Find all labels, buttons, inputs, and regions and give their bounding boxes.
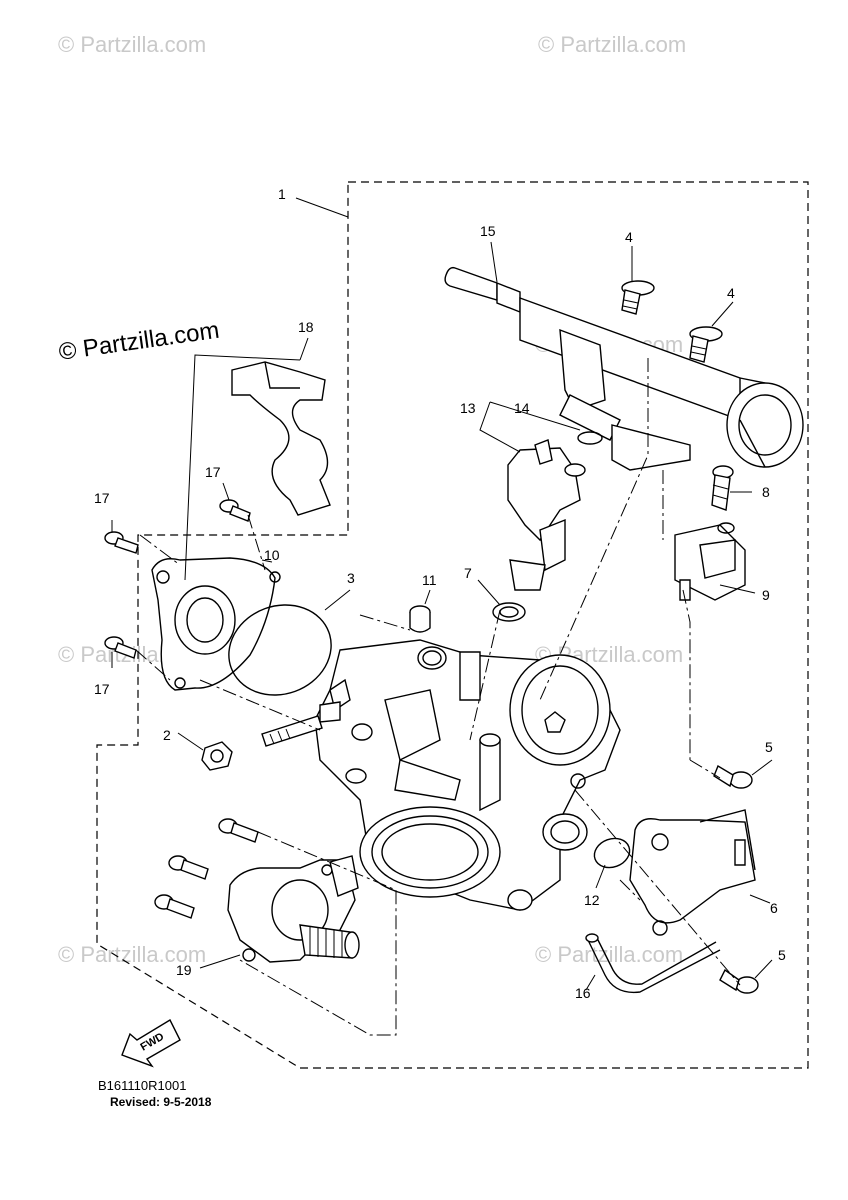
screw-part	[104, 499, 251, 659]
throttle-body	[314, 639, 621, 911]
leader-lines	[111, 197, 773, 991]
o-ring-3	[228, 604, 332, 696]
callout-7: 7	[464, 565, 472, 581]
watermark-prominent: © Partzilla.com	[57, 317, 221, 366]
callout-1: 1	[278, 186, 286, 202]
callout-10: 10	[264, 547, 280, 563]
callout-5: 5	[778, 947, 786, 963]
throttle-position-sensor-part	[629, 809, 756, 936]
callout-18: 18	[298, 319, 314, 335]
pressure-sensor-part	[674, 522, 746, 601]
idle-air-control-part	[227, 855, 360, 963]
callout-14: 14	[514, 400, 530, 416]
forward-direction-arrow: FWD	[121, 1019, 181, 1068]
screw-part	[621, 280, 723, 363]
callout-6: 6	[770, 900, 778, 916]
callout-3: 3	[347, 570, 355, 586]
nut-part	[201, 715, 323, 771]
watermark: © Partzilla.com	[58, 942, 206, 967]
fuel-rail-part	[444, 266, 804, 471]
hose-part	[587, 939, 721, 994]
revised-date: Revised: 9-5-2018	[110, 1095, 212, 1109]
callout-19: 19	[176, 962, 192, 978]
callout-2: 2	[163, 727, 171, 743]
injector-part	[492, 431, 603, 622]
bracket-part	[231, 361, 331, 516]
diagram-code: B161110R1001	[98, 1078, 186, 1093]
bolt-part	[154, 818, 259, 919]
watermark: © Partzilla.com	[538, 32, 686, 57]
callout-4: 4	[727, 285, 735, 301]
callout-17: 17	[94, 490, 110, 506]
cover-plate-part	[151, 557, 281, 691]
o-ring-12	[593, 837, 631, 869]
callout-15: 15	[480, 223, 496, 239]
bolt-part	[711, 465, 734, 511]
callout-12: 12	[584, 892, 600, 908]
callout-9: 9	[762, 587, 770, 603]
cap-part	[409, 605, 431, 633]
screw-part	[713, 764, 759, 994]
callout-17: 17	[205, 464, 221, 480]
assembly-boundary	[96, 181, 809, 1069]
o-ring-14	[577, 431, 603, 445]
callout-13: 13	[460, 400, 476, 416]
callout-11: 11	[422, 572, 437, 588]
callout-17: 17	[94, 681, 110, 697]
watermark: © Partzilla.com	[58, 32, 206, 57]
callout-16: 16	[575, 985, 591, 1001]
callout-8: 8	[762, 484, 770, 500]
callout-4: 4	[625, 229, 633, 245]
alignment-lines	[135, 358, 741, 1036]
callout-5: 5	[765, 739, 773, 755]
